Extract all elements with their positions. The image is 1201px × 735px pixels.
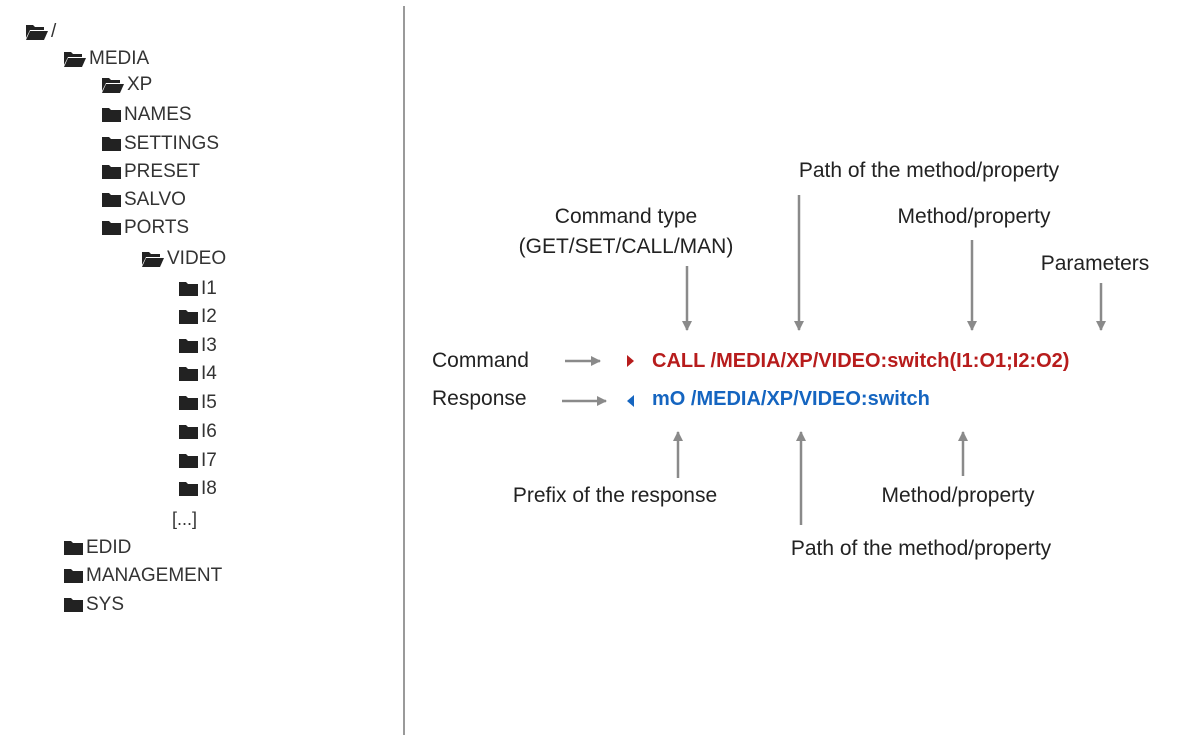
tree-node-label: I4 xyxy=(201,363,217,384)
tree-node-input[interactable]: I6 xyxy=(178,419,217,445)
tree-node-names[interactable]: NAMES xyxy=(101,102,192,128)
folder-icon xyxy=(101,136,124,152)
triangle-left-icon xyxy=(627,395,634,407)
tree-node-media[interactable]: MEDIA xyxy=(63,46,149,72)
folder-icon xyxy=(101,220,124,236)
tree-node-label: MEDIA xyxy=(89,48,150,69)
tree-node-label: [...] xyxy=(172,509,198,529)
folder-icon xyxy=(178,366,201,382)
tree-node-more: [...] xyxy=(172,506,197,532)
folder-open-icon xyxy=(63,50,89,68)
response-text: mO /MEDIA/XP/VIDEO:switch xyxy=(652,388,930,410)
folder-open-icon xyxy=(141,250,167,268)
tree-node-label: / xyxy=(51,21,57,42)
tree-node-label: MANAGEMENT xyxy=(86,565,223,586)
tree-node-label: SYS xyxy=(86,594,125,615)
tree-node-settings[interactable]: SETTINGS xyxy=(101,131,219,157)
tree-node-root[interactable]: / xyxy=(25,19,56,45)
parameters-label: Parameters xyxy=(1040,252,1150,275)
tree-node-xp[interactable]: XP xyxy=(101,72,152,98)
tree-node-edid[interactable]: EDID xyxy=(63,535,131,561)
command-text: CALL /MEDIA/XP/VIDEO:switch(I1:O1;I2:O2) xyxy=(652,350,1070,372)
tree-node-label: I5 xyxy=(201,392,217,413)
tree-node-label: NAMES xyxy=(124,104,192,125)
folder-icon xyxy=(178,481,201,497)
folder-icon xyxy=(178,281,201,297)
tree-node-label: PORTS xyxy=(124,217,190,238)
tree-node-salvo[interactable]: SALVO xyxy=(101,187,186,213)
tree-node-input[interactable]: I4 xyxy=(178,361,217,387)
folder-icon xyxy=(178,453,201,469)
tree-node-label: PRESET xyxy=(124,161,201,182)
folder-icon xyxy=(63,540,86,556)
method-label-bottom: Method/property xyxy=(881,484,1035,507)
tree-node-input[interactable]: I5 xyxy=(178,390,217,416)
tree-node-label: EDID xyxy=(86,537,132,558)
folder-icon xyxy=(63,568,86,584)
path-label-bottom: Path of the method/property xyxy=(790,537,1052,560)
response-label: Response xyxy=(432,387,527,410)
tree-node-preset[interactable]: PRESET xyxy=(101,159,200,185)
tree-node-label: I8 xyxy=(201,478,217,499)
folder-icon xyxy=(101,192,124,208)
command-type-label-line1: Command type xyxy=(554,205,698,228)
folder-tree: / MEDIA XP NAMES SETTINGS PRESET SALVO P… xyxy=(0,0,400,735)
folder-open-icon xyxy=(101,76,127,94)
tree-node-label: I7 xyxy=(201,450,217,471)
tree-node-management[interactable]: MANAGEMENT xyxy=(63,563,222,589)
folder-icon xyxy=(63,597,86,613)
tree-node-label: XP xyxy=(127,74,153,95)
folder-icon xyxy=(178,309,201,325)
prefix-label: Prefix of the response xyxy=(512,484,718,507)
tree-node-label: I6 xyxy=(201,421,217,442)
tree-node-label: I2 xyxy=(201,306,217,327)
method-label-top: Method/property xyxy=(897,205,1051,228)
tree-node-input[interactable]: I2 xyxy=(178,304,217,330)
command-type-label-line2: (GET/SET/CALL/MAN) xyxy=(518,235,734,258)
tree-node-input[interactable]: I1 xyxy=(178,276,217,302)
tree-node-sys[interactable]: SYS xyxy=(63,592,124,618)
tree-node-input[interactable]: I7 xyxy=(178,448,217,474)
triangle-right-icon xyxy=(627,355,634,367)
tree-node-label: SALVO xyxy=(124,189,186,210)
folder-icon xyxy=(101,107,124,123)
tree-node-label: I3 xyxy=(201,335,217,356)
folder-icon xyxy=(178,338,201,354)
folder-icon xyxy=(178,424,201,440)
path-label-top: Path of the method/property xyxy=(798,159,1060,182)
folder-icon xyxy=(101,164,124,180)
vertical-divider xyxy=(403,6,405,735)
folder-icon xyxy=(178,395,201,411)
folder-open-icon xyxy=(25,23,51,41)
tree-node-video[interactable]: VIDEO xyxy=(141,246,226,272)
tree-node-input[interactable]: I8 xyxy=(178,476,217,502)
tree-node-input[interactable]: I3 xyxy=(178,333,217,359)
tree-node-ports[interactable]: PORTS xyxy=(101,215,189,241)
tree-node-label: I1 xyxy=(201,278,217,299)
tree-node-label: VIDEO xyxy=(167,248,227,269)
command-label: Command xyxy=(432,349,529,372)
tree-node-label: SETTINGS xyxy=(124,133,220,154)
